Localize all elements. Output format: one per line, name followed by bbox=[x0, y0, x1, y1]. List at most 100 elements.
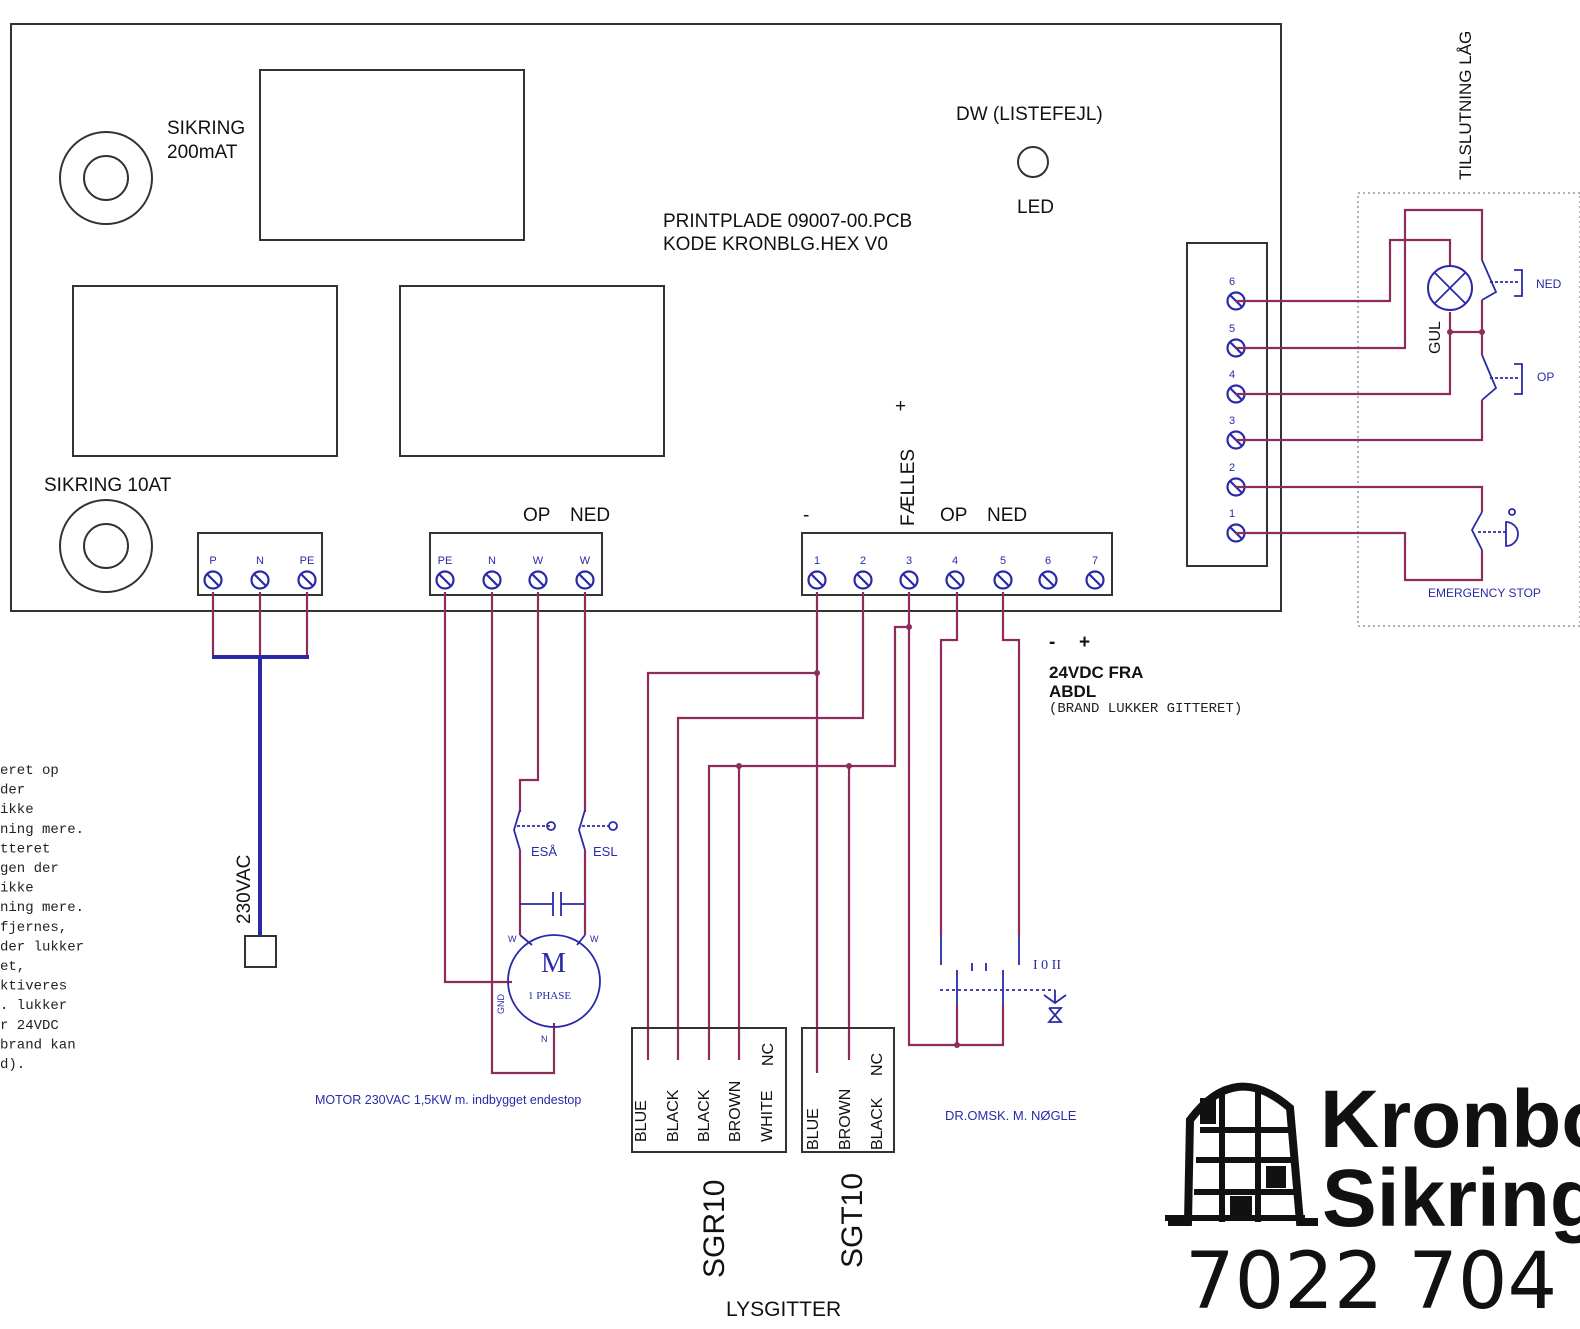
component-block-mid bbox=[399, 285, 665, 457]
minus-sign: - bbox=[803, 505, 809, 526]
pcb-code: KODE KRONBLG.HEX V0 bbox=[663, 234, 888, 255]
keyswitch-caption: DR.OMSK. M. NØGLE bbox=[945, 1108, 1077, 1123]
abdl-minus: - bbox=[1049, 632, 1055, 653]
abdl-line2: ABDL bbox=[1049, 682, 1096, 701]
power-terminal-label: N bbox=[256, 555, 264, 567]
lid-gul-label: GUL bbox=[1427, 321, 1444, 354]
note-line: ning mere. bbox=[0, 900, 84, 916]
motor-w1: W bbox=[508, 934, 517, 944]
led-label: LED bbox=[1017, 197, 1054, 218]
control-wiring bbox=[646, 592, 1067, 1073]
control-terminal-label: 6 bbox=[1045, 555, 1051, 567]
control-terminal-label: 7 bbox=[1092, 555, 1098, 567]
note-line: d). bbox=[0, 1057, 25, 1073]
note-line: . lukker bbox=[0, 998, 67, 1014]
lid-ned-label: NED bbox=[1536, 277, 1562, 291]
control-terminal-label: 3 bbox=[906, 555, 912, 567]
kronbo-logo-emblem bbox=[1165, 1082, 1318, 1226]
led-title: DW (LISTEFEJL) bbox=[956, 104, 1103, 125]
sgr10-name: SGR10 bbox=[698, 1180, 731, 1278]
sgt10-name: SGT10 bbox=[836, 1173, 869, 1268]
power-terminal-label: P bbox=[209, 555, 216, 567]
supply-wiring bbox=[211, 592, 309, 968]
sgr10-box bbox=[631, 1027, 787, 1153]
fuse-200mat-label-line1: SIKRING bbox=[167, 118, 245, 139]
emergency-stop-label: EMERGENCY STOP bbox=[1428, 586, 1541, 600]
lid-terminal-label: 6 bbox=[1229, 276, 1235, 288]
power-terminal-screw-icon bbox=[203, 570, 223, 590]
lid-terminal-label: 1 bbox=[1229, 508, 1235, 520]
power-terminal-screw-icon bbox=[250, 570, 270, 590]
note-line: brand kan bbox=[0, 1037, 76, 1053]
pcb-name: PRINTPLADE 09007-00.PCB bbox=[663, 211, 912, 232]
motor-terminal-label: PE bbox=[438, 555, 453, 567]
note-line: fjernes, bbox=[0, 920, 67, 936]
abdl-line3: (BRAND LUKKER GITTERET) bbox=[1049, 701, 1242, 717]
note-line: ktiveres bbox=[0, 979, 67, 995]
motor-wiring bbox=[443, 592, 618, 1075]
fuse-10at-label: SIKRING 10AT bbox=[44, 475, 172, 496]
control-terminal-label: 5 bbox=[1000, 555, 1006, 567]
component-block-top bbox=[259, 69, 525, 241]
control-terminal-label: 1 bbox=[814, 555, 820, 567]
sgr10-wire-label: BLACK bbox=[696, 1089, 713, 1142]
lid-terminal-label: 4 bbox=[1229, 369, 1235, 381]
motor-terminal-screw-icon bbox=[482, 570, 502, 590]
logo-line1: Kronbo bbox=[1320, 1074, 1580, 1165]
component-block-left bbox=[72, 285, 338, 457]
logo-phone: 7022 704 bbox=[1185, 1237, 1557, 1327]
limit-switch-open-label: ESÅ bbox=[531, 844, 557, 859]
sgt10-box bbox=[801, 1027, 895, 1153]
power-terminal-screw-icon bbox=[297, 570, 317, 590]
control-op-label: OP bbox=[940, 505, 967, 526]
motor-terminal-screw-icon bbox=[528, 570, 548, 590]
motor-gnd: GND bbox=[496, 994, 506, 1015]
note-line: ikke bbox=[0, 881, 34, 897]
fuse-10at-symbol bbox=[59, 499, 153, 593]
abdl-plus: + bbox=[1079, 632, 1090, 653]
motor-terminal-label: W bbox=[580, 555, 591, 567]
motor-terminal-block bbox=[429, 532, 603, 596]
motor-op-label: OP bbox=[523, 505, 550, 526]
sgr10-wire-label: BROWN bbox=[727, 1081, 744, 1142]
fuse-200mat-label-line2: 200mAT bbox=[167, 142, 238, 163]
faelles-label: FÆLLES bbox=[898, 449, 919, 526]
control-terminal-label: 2 bbox=[860, 555, 866, 567]
led-icon bbox=[1017, 146, 1049, 178]
motor-w2: W bbox=[590, 934, 599, 944]
note-line: ning mere. bbox=[0, 822, 84, 838]
sgt10-wire-label: BLACK bbox=[869, 1097, 886, 1150]
note-line: gen der bbox=[0, 861, 59, 877]
lid-terminal-label: 2 bbox=[1229, 462, 1235, 474]
motor-terminal-label: W bbox=[533, 555, 544, 567]
abdl-line1: 24VDC FRA bbox=[1049, 663, 1143, 682]
note-line: eret op bbox=[0, 763, 59, 779]
sgt10-nc: NC bbox=[869, 1053, 886, 1076]
motor-phase: 1 PHASE bbox=[528, 990, 571, 1002]
sgt10-wire-label: BLUE bbox=[805, 1108, 822, 1150]
control-terminal-screw-icon bbox=[853, 570, 873, 590]
sgr10-nc: NC bbox=[760, 1043, 777, 1066]
control-terminal-screw-icon bbox=[993, 570, 1013, 590]
motor-terminal-screw-icon bbox=[435, 570, 455, 590]
control-terminal-screw-icon bbox=[807, 570, 827, 590]
power-terminal-label: PE bbox=[300, 555, 315, 567]
sgr10-wire-label: BLUE bbox=[633, 1100, 650, 1142]
control-terminal-screw-icon bbox=[1085, 570, 1105, 590]
logo-line2: Sikring bbox=[1322, 1153, 1580, 1244]
lid-terminal-block bbox=[1186, 242, 1268, 567]
motor-terminal-label: N bbox=[488, 555, 496, 567]
lid-panel-title: TILSLUTNING LÅG bbox=[1456, 31, 1475, 180]
note-line: der bbox=[0, 783, 25, 799]
motor-n: N bbox=[541, 1034, 548, 1044]
plus-sign: + bbox=[895, 396, 906, 417]
lid-terminal-label: 3 bbox=[1229, 415, 1235, 427]
motor-caption: MOTOR 230VAC 1,5KW m. indbygget endestop bbox=[315, 1093, 581, 1107]
control-terminal-screw-icon bbox=[945, 570, 965, 590]
control-ned-label: NED bbox=[987, 505, 1027, 526]
control-terminal-label: 4 bbox=[952, 555, 958, 567]
pcb-board-outline bbox=[10, 23, 1282, 612]
note-line: tteret bbox=[0, 841, 50, 857]
motor-symbol: M bbox=[541, 948, 566, 979]
